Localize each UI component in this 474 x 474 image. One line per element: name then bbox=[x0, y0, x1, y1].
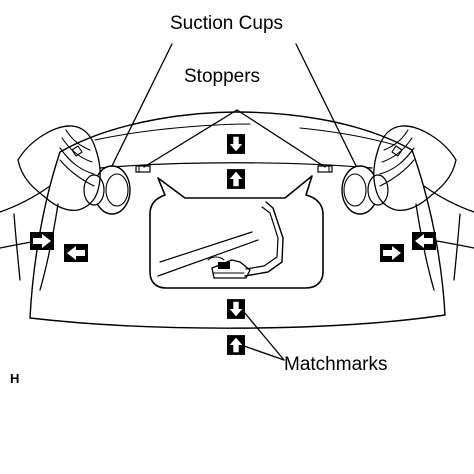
matchmarks-label: Matchmarks bbox=[284, 354, 387, 375]
suction-cup-left bbox=[83, 165, 131, 215]
arrow-left-icon bbox=[64, 244, 88, 262]
suction-cup-right bbox=[341, 165, 389, 215]
arrow-right-icon bbox=[380, 244, 404, 262]
stopper-left bbox=[135, 165, 151, 173]
hand-left bbox=[0, 125, 101, 291]
figure-code-label: H bbox=[10, 371, 19, 386]
hand-right bbox=[373, 125, 474, 291]
arrow-down-icon bbox=[227, 299, 245, 319]
stoppers-leaders bbox=[143, 109, 326, 168]
arrow-down-icon bbox=[227, 134, 245, 154]
matchmarks-leaders bbox=[243, 311, 285, 361]
arrow-left-icon bbox=[412, 232, 436, 250]
arrow-up-icon bbox=[227, 335, 245, 355]
stopper-right bbox=[317, 165, 333, 173]
arrow-up-icon bbox=[227, 169, 245, 189]
suction-cups-leaders bbox=[107, 43, 361, 175]
suction-cups-label: Suction Cups bbox=[170, 13, 283, 34]
stoppers-label: Stoppers bbox=[184, 66, 260, 87]
arrow-right-icon bbox=[30, 232, 54, 250]
detail-callout bbox=[149, 175, 324, 289]
